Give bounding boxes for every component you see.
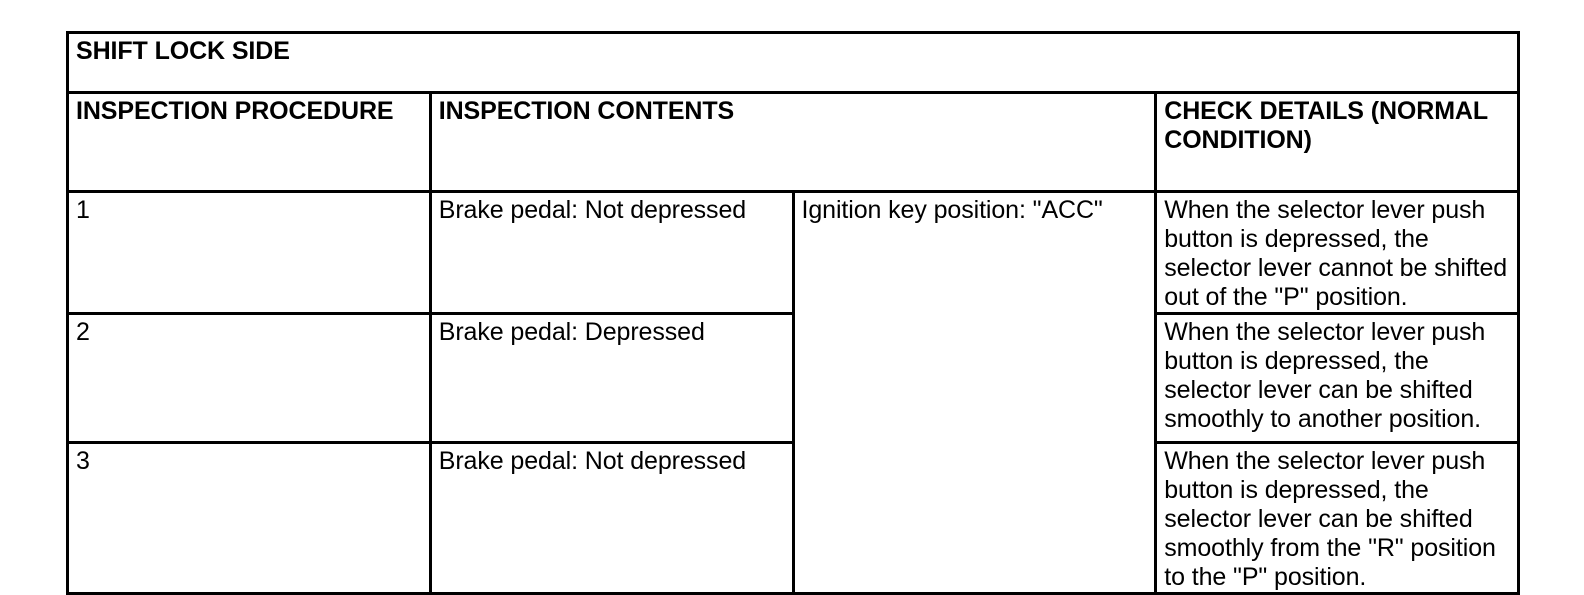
table-title: SHIFT LOCK SIDE [66,31,1520,94]
row-1-brake-pedal-state: Brake pedal: Not depressed [428,190,795,315]
row-1-check-details: When the selector lever push button is d… [1154,190,1520,315]
row-3-brake-pedal-state: Brake pedal: Not depressed [428,441,795,595]
shift-lock-inspection-table: SHIFT LOCK SIDE INSPECTION PROCEDURE INS… [66,31,1520,595]
table-title-row: SHIFT LOCK SIDE [66,31,1520,94]
row-2-procedure-number: 2 [66,312,432,444]
page-root: SHIFT LOCK SIDE INSPECTION PROCEDURE INS… [66,31,1520,595]
table-header-row: INSPECTION PROCEDURE INSPECTION CONTENTS… [66,91,1520,193]
row-3-check-details: When the selector lever push button is d… [1154,441,1520,595]
header-inspection-procedure: INSPECTION PROCEDURE [66,91,432,193]
ignition-key-position: Ignition key position: "ACC" [791,190,1158,595]
row-2-check-details: When the selector lever push button is d… [1154,312,1520,444]
row-3-procedure-number: 3 [66,441,432,595]
table-row: 2 Brake pedal: Depressed When the select… [66,312,1520,444]
header-inspection-contents: INSPECTION CONTENTS [428,91,1158,193]
row-2-brake-pedal-state: Brake pedal: Depressed [428,312,795,444]
header-check-details: CHECK DETAILS (NORMAL CONDITION) [1154,91,1520,193]
table-row: 1 Brake pedal: Not depressed Ignition ke… [66,190,1520,595]
row-1-procedure-number: 1 [66,190,432,315]
